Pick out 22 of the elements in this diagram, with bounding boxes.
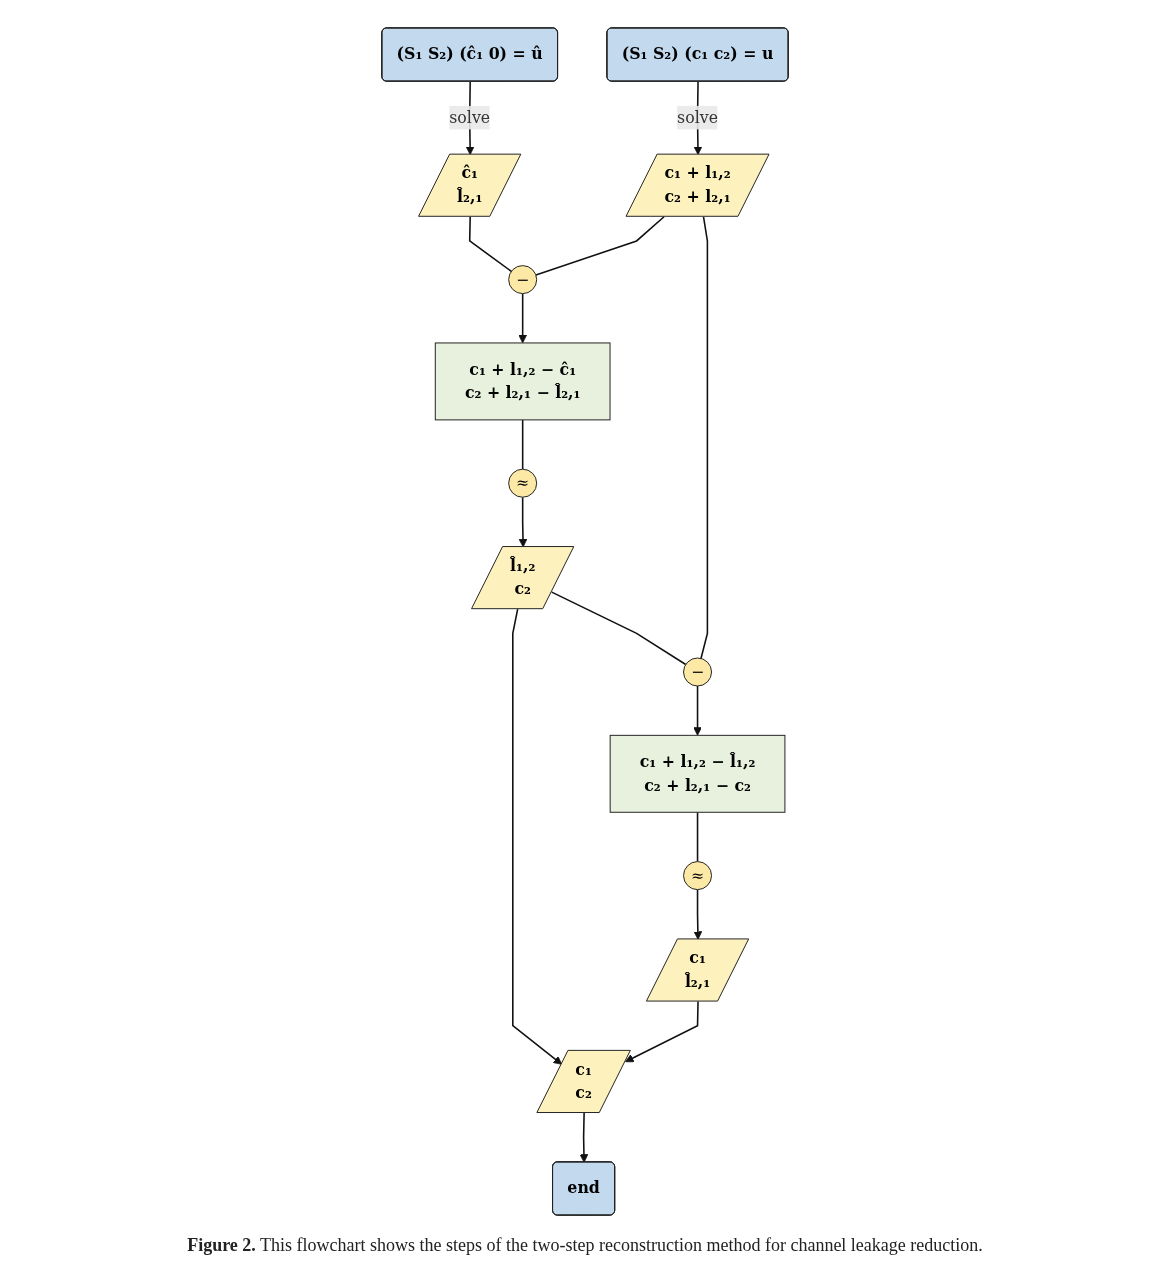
arrow <box>625 1000 699 1063</box>
arrow <box>518 292 527 344</box>
arrow <box>579 1112 589 1163</box>
node-box: c₁ + l₁,₂ − ĉ₁ c₂ + l₂,₁ − l̂₂,₁ <box>434 342 611 421</box>
connector <box>696 811 699 863</box>
node-circle: − <box>508 265 538 295</box>
arrow <box>693 888 703 940</box>
connector <box>700 216 709 660</box>
connector <box>535 216 665 276</box>
node-box: c₁ + l₁,₂ − l̂₁,₂ c₂ + l₂,₁ − c₂ <box>609 734 786 813</box>
connector <box>468 216 513 273</box>
arrow <box>512 608 563 1065</box>
arrow <box>518 496 528 548</box>
node-circle: ≈ <box>508 468 538 498</box>
connector <box>550 591 687 666</box>
connector <box>521 419 524 470</box>
edge-label: solve <box>449 107 491 127</box>
figure-caption: Figure 2. This flowchart shows the steps of the two-step reconstruction method for channel leakage reduction. <box>187 1235 983 1256</box>
edge-label: solve <box>677 107 718 127</box>
node-circle: − <box>683 657 713 687</box>
node-circle: ≈ <box>683 861 713 891</box>
arrow <box>693 685 702 736</box>
